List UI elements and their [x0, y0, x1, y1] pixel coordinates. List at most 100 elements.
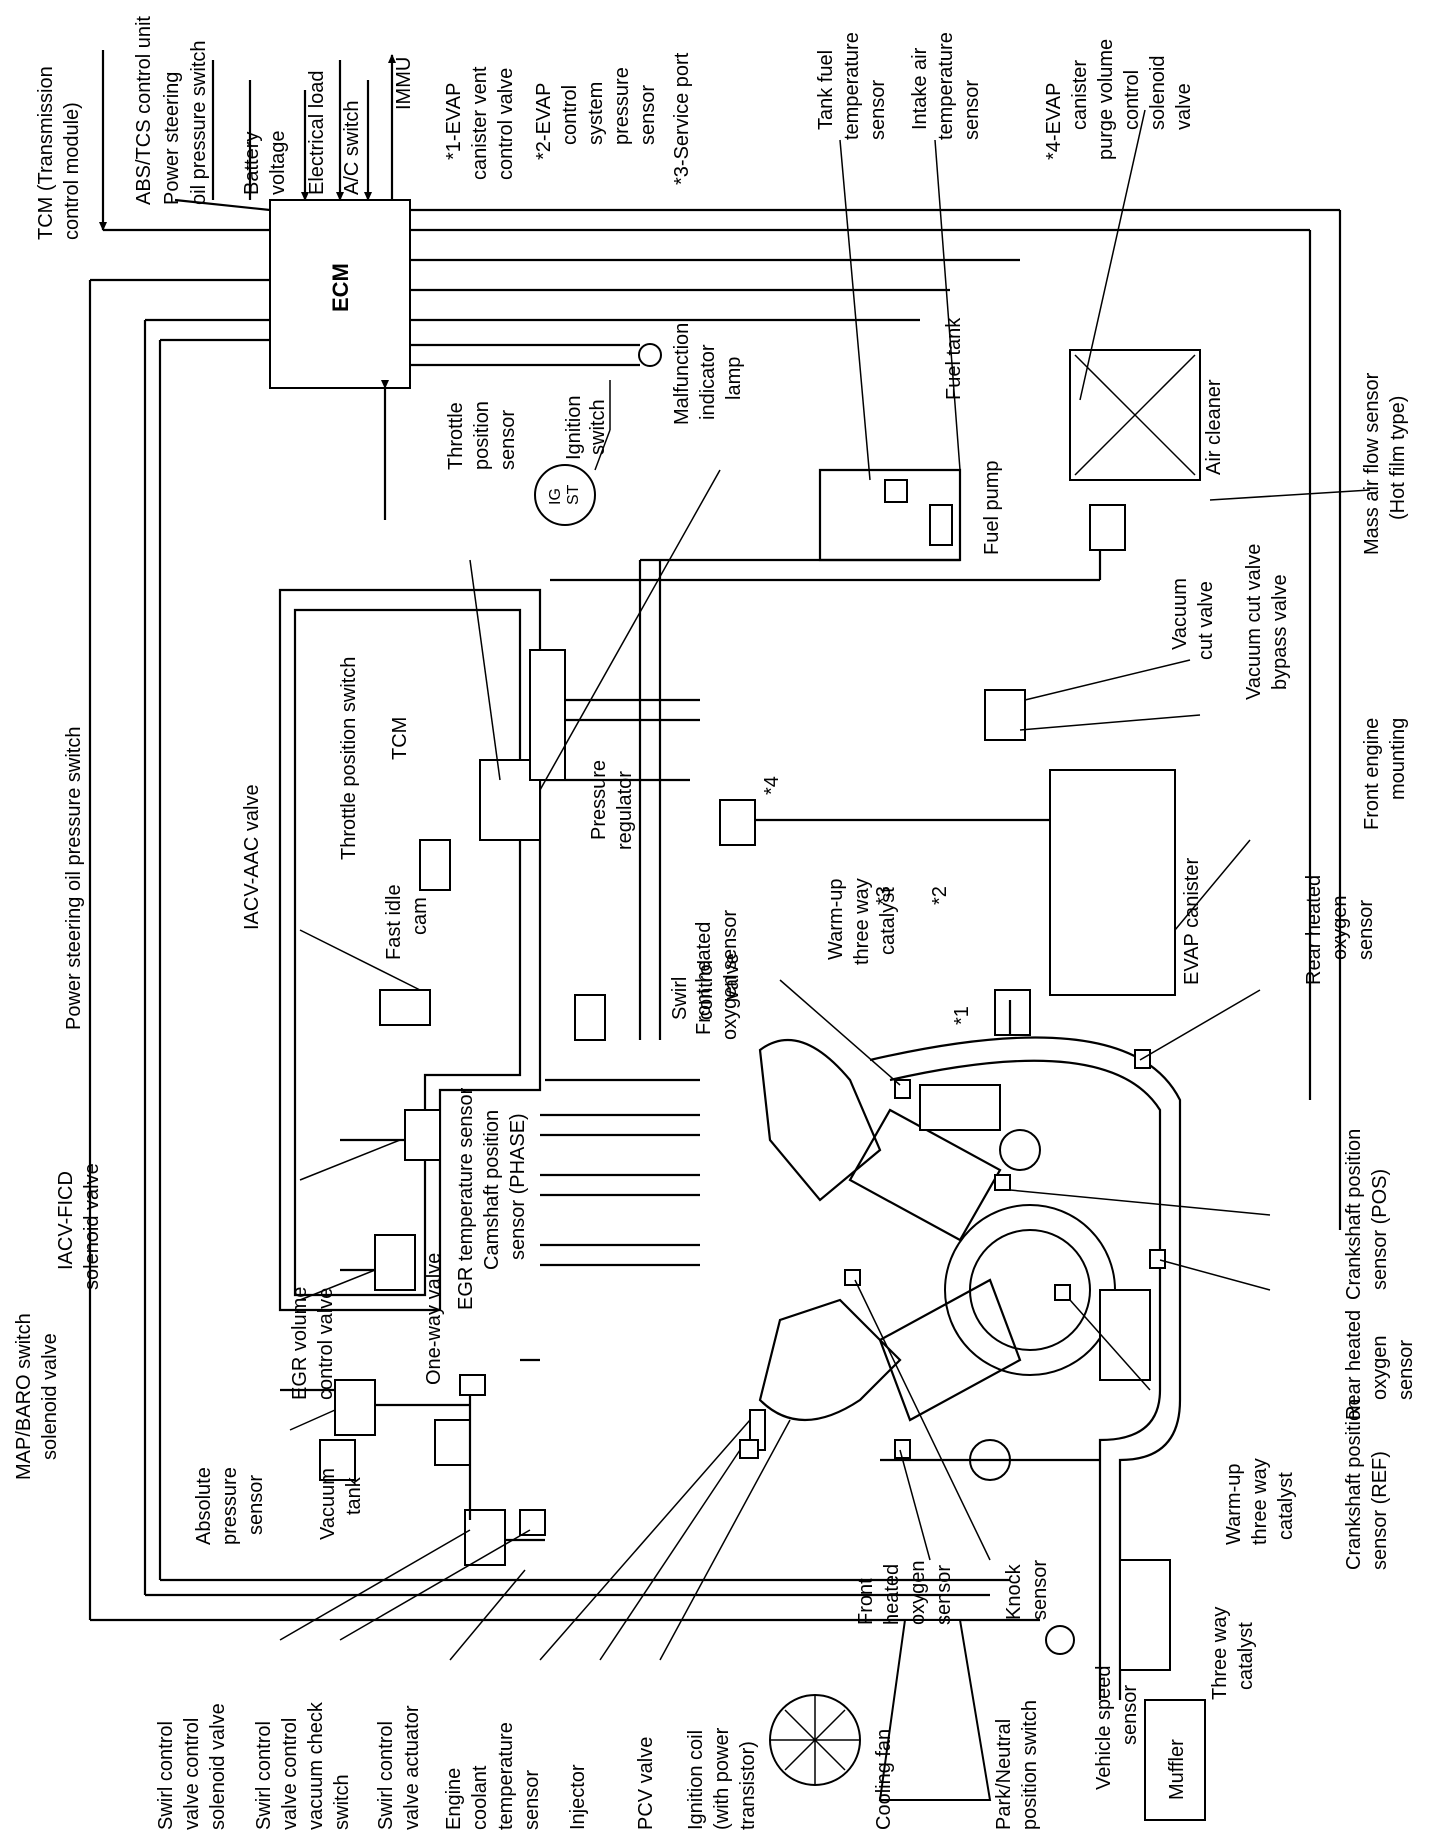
iacv-aac-valve [379, 989, 431, 1026]
label-throttle-switch: Throttle position switch [338, 657, 360, 860]
label-ect-line3: temperature [495, 1722, 517, 1830]
pressure-regulator [574, 994, 606, 1041]
label-abs-tcs: ABS/TCS control unit [133, 16, 155, 205]
absolute-pressure-sensor [319, 1439, 356, 1481]
label-fho2-line2: oxygen sensor [719, 910, 741, 1040]
label-rho2-mid-line1: Rear heated [1343, 1310, 1365, 1420]
label-evap4-line5: solenoid [1147, 55, 1169, 130]
label-one-way: One-way valve [423, 1253, 445, 1385]
label-ps-oil-switch-long: Power steering oil pressure switch [63, 727, 85, 1030]
label-tps-line3: sensor [497, 410, 519, 470]
label-front-mount-line2: mounting [1387, 718, 1409, 800]
label-fho2-line1: Front heated [693, 922, 715, 1035]
label-ect-line2: coolant [469, 1765, 491, 1830]
warm-up-catalyst-rear [1099, 1289, 1151, 1381]
crank-pos-sensor [994, 1174, 1011, 1191]
label-map-line1: MAP/BARO switch [13, 1313, 35, 1480]
label-warmup2-line3: catalyst [1275, 1472, 1297, 1540]
label-ps-line2: oil pressure switch [188, 40, 210, 205]
evap-vent-valve [994, 989, 1031, 1036]
label-scv-act-line2: valve actuator [401, 1705, 423, 1830]
leader-lines [279, 109, 1371, 1661]
label-evap4-line6: valve [1173, 83, 1195, 130]
label-evap2-line2: control [559, 85, 581, 145]
label-scv-sol-line3: solenoid valve [207, 1703, 229, 1830]
label-scv-sol-line2: valve control [181, 1718, 203, 1830]
label-tcm-short: TCM [389, 717, 411, 760]
label-ig-st: ST [565, 484, 582, 505]
label-evap4-line3: purge volume [1095, 39, 1117, 160]
label-front-mount-line1: Front engine [1361, 718, 1383, 830]
label-pressure-reg-line2: regulator [614, 771, 636, 850]
label-cooling-fan: Cooling fan [873, 1729, 895, 1830]
label-crank-ref-line2: sensor (REF) [1369, 1451, 1391, 1570]
fuel-pump-box [929, 504, 953, 546]
label-fuel-tank: Fuel tank [943, 317, 965, 400]
label-star2: *2 [929, 886, 951, 905]
knock-sensor [844, 1269, 861, 1286]
label-warmup2-line1: Warm-up [1223, 1464, 1245, 1545]
label-evap1-line3: control valve [495, 68, 517, 180]
label-evap1-line1: *1-EVAP [443, 83, 465, 160]
diagram-labels: TCM (Transmission control module) ABS/TC… [13, 16, 1417, 1830]
label-abs-press-line1: Absolute [193, 1467, 215, 1545]
label-vcut-bypass-line2: bypass valve [1269, 574, 1291, 690]
label-fho2b-line4: sensor [933, 1565, 955, 1625]
label-evap1-line2: canister vent [469, 66, 491, 180]
label-pnp-line2: position switch [1019, 1700, 1041, 1830]
label-tcm-line1: TCM (Transmission [35, 66, 57, 240]
label-ect-line4: sensor [521, 1770, 543, 1830]
label-rho2-top-line3: sensor [1355, 900, 1377, 960]
one-way-valve [459, 1374, 486, 1396]
label-rho2-mid-line3: sensor [1395, 1340, 1417, 1400]
label-iacv-ficd-line2: solenoid valve [81, 1163, 103, 1290]
label-evap4-line2: canister [1069, 60, 1091, 130]
label-ig-ig: IG [547, 488, 564, 505]
label-fast-idle-line2: cam [409, 897, 431, 935]
ecm-box [269, 199, 411, 389]
exhaust-system [869, 1036, 1206, 1821]
label-ecm: ECM [328, 263, 353, 312]
label-fuel-pump: Fuel pump [981, 461, 1003, 556]
label-scv-chk-line2: valve control [279, 1718, 301, 1830]
intake-system [278, 588, 700, 1566]
label-electrical-load: Electrical load [306, 70, 328, 195]
label-vss-line2: sensor [1119, 1685, 1141, 1745]
label-coil-line1: Ignition coil [685, 1730, 707, 1830]
label-scv-chk-line3: vacuum check [305, 1701, 327, 1830]
label-crank-pos-line2: sensor (POS) [1369, 1169, 1391, 1290]
label-tank-fuel-line1: Tank fuel [815, 50, 837, 130]
transmission-icon [878, 1619, 992, 1801]
three-way-catalyst [1119, 1559, 1171, 1671]
label-tank-fuel-line3: sensor [867, 80, 889, 140]
label-egr-vol-line2: control valve [315, 1288, 337, 1400]
label-vcut-line1: Vacuum [1169, 578, 1191, 650]
label-iacv-ficd-line1: IACV-FICD [55, 1171, 77, 1270]
mil-lamp-icon [638, 343, 662, 367]
label-warmup2-line2: three way [1249, 1458, 1271, 1545]
label-ignition-line2: switch [587, 399, 609, 455]
vacuum-tank [434, 1419, 471, 1466]
label-maf-line1: Mass air flow sensor [1361, 372, 1383, 555]
label-intake-air-line1: Intake air [909, 47, 931, 130]
label-evap2-line4: pressure [611, 67, 633, 145]
rear-ho2s-mid [1149, 1249, 1166, 1269]
label-cam-line1: Camshaft position [481, 1110, 503, 1270]
label-rho2-top-line2: oxygen [1329, 896, 1351, 961]
ignition-switch-icon [534, 464, 596, 526]
label-scv-act-line1: Swirl control [375, 1721, 397, 1830]
maf-sensor [1089, 504, 1126, 551]
label-ps-line1: Power steering [161, 72, 183, 205]
label-knock-line2: sensor [1029, 1560, 1051, 1620]
label-mil-line2: indicator [697, 344, 719, 420]
front-ho2s-bottom [894, 1439, 911, 1459]
label-warmup-line2: three way [851, 878, 873, 965]
label-evap2-line5: sensor [637, 85, 659, 145]
label-twc-line2: catalyst [1235, 1622, 1257, 1690]
label-vcut-bypass-line1: Vacuum cut valve [1243, 544, 1265, 700]
iacv-ficd-valve [404, 1109, 441, 1161]
label-evap4-line1: *4-EVAP [1043, 83, 1065, 160]
label-vac-tank-line2: tank [343, 1476, 365, 1515]
label-tank-fuel-line2: temperature [841, 32, 863, 140]
